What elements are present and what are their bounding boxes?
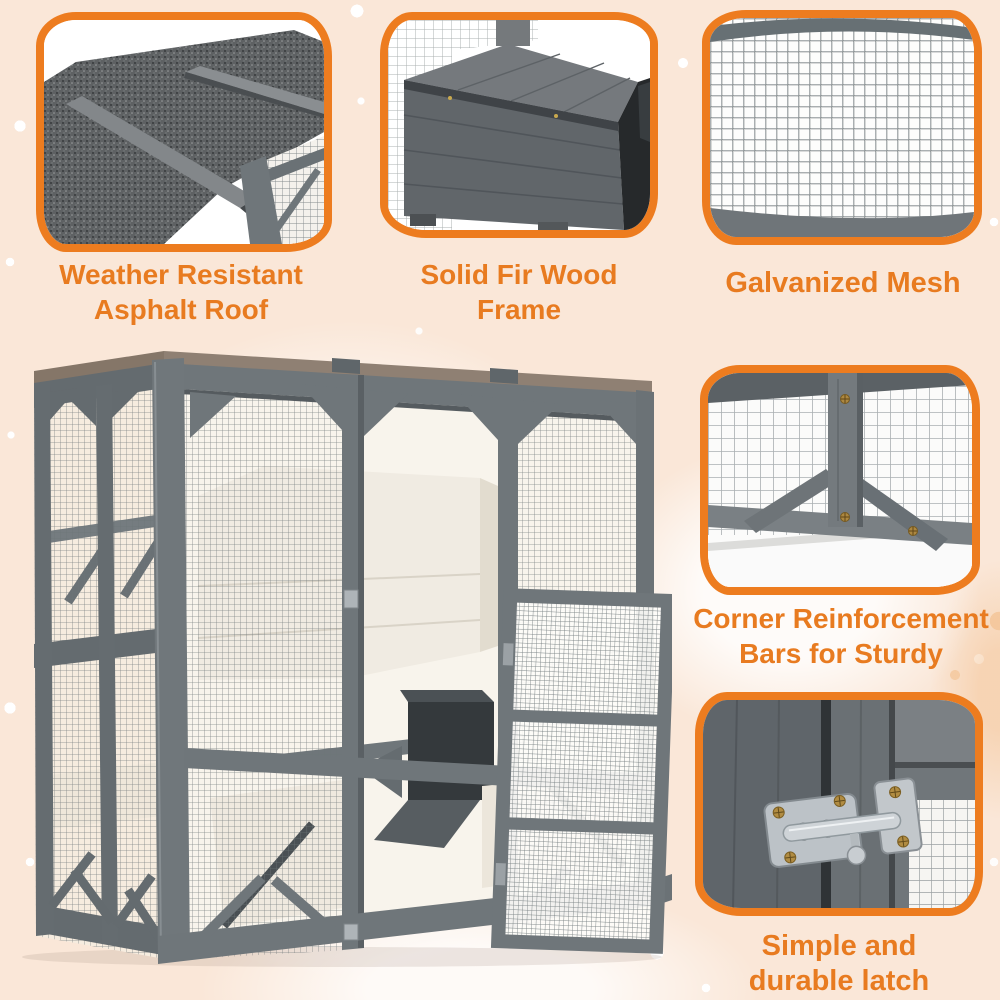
feature-card-galvanized-mesh xyxy=(702,10,982,245)
asphalt-roof-edge xyxy=(164,351,652,393)
roof-trim-strips xyxy=(66,66,324,213)
cage-left-face xyxy=(34,362,170,960)
feature-title-corner-reinforcement: Corner Reinforcement Bars for Sturdy xyxy=(693,603,989,669)
feature-title-durable-latch: Simple and durable latch xyxy=(748,930,930,997)
mesh-grid xyxy=(710,18,974,237)
latch-photo xyxy=(703,700,975,908)
brass-screws xyxy=(840,394,918,536)
fir-wood-frame-photo xyxy=(388,20,650,230)
mesh-top-frame-bar xyxy=(710,18,974,42)
feature-title-galvanized-mesh: Galvanized Mesh xyxy=(725,267,961,299)
asphalt-roof-photo xyxy=(44,20,324,244)
corner-bars xyxy=(708,373,972,551)
feature-card-corner-reinforcement xyxy=(700,365,980,595)
feature-title-fir-wood-frame: Solid Fir Wood Frame xyxy=(420,259,618,325)
post-above-box xyxy=(496,20,530,46)
door-latch-hardware xyxy=(343,589,359,609)
galvanized-mesh-photo xyxy=(710,18,974,237)
cat-enclosure-photo xyxy=(22,351,672,967)
corner-reinforcement-photo xyxy=(708,373,972,587)
feature-card-latch xyxy=(695,692,983,916)
feature-card-fir-wood-frame xyxy=(380,12,658,238)
cage-open-door xyxy=(490,588,672,954)
barrel-bolt-latch xyxy=(763,777,923,868)
inner-cat-house-box xyxy=(408,702,494,800)
feature-title-asphalt-roof: Weather Resistant Asphalt Roof xyxy=(59,259,303,325)
latch-screws xyxy=(772,786,910,864)
mesh-bottom-frame-bar xyxy=(710,208,974,237)
mesh-window xyxy=(909,800,975,908)
wood-box xyxy=(403,44,650,230)
cage-corner-below-roof xyxy=(240,136,324,244)
feature-card-asphalt-roof xyxy=(36,12,332,252)
